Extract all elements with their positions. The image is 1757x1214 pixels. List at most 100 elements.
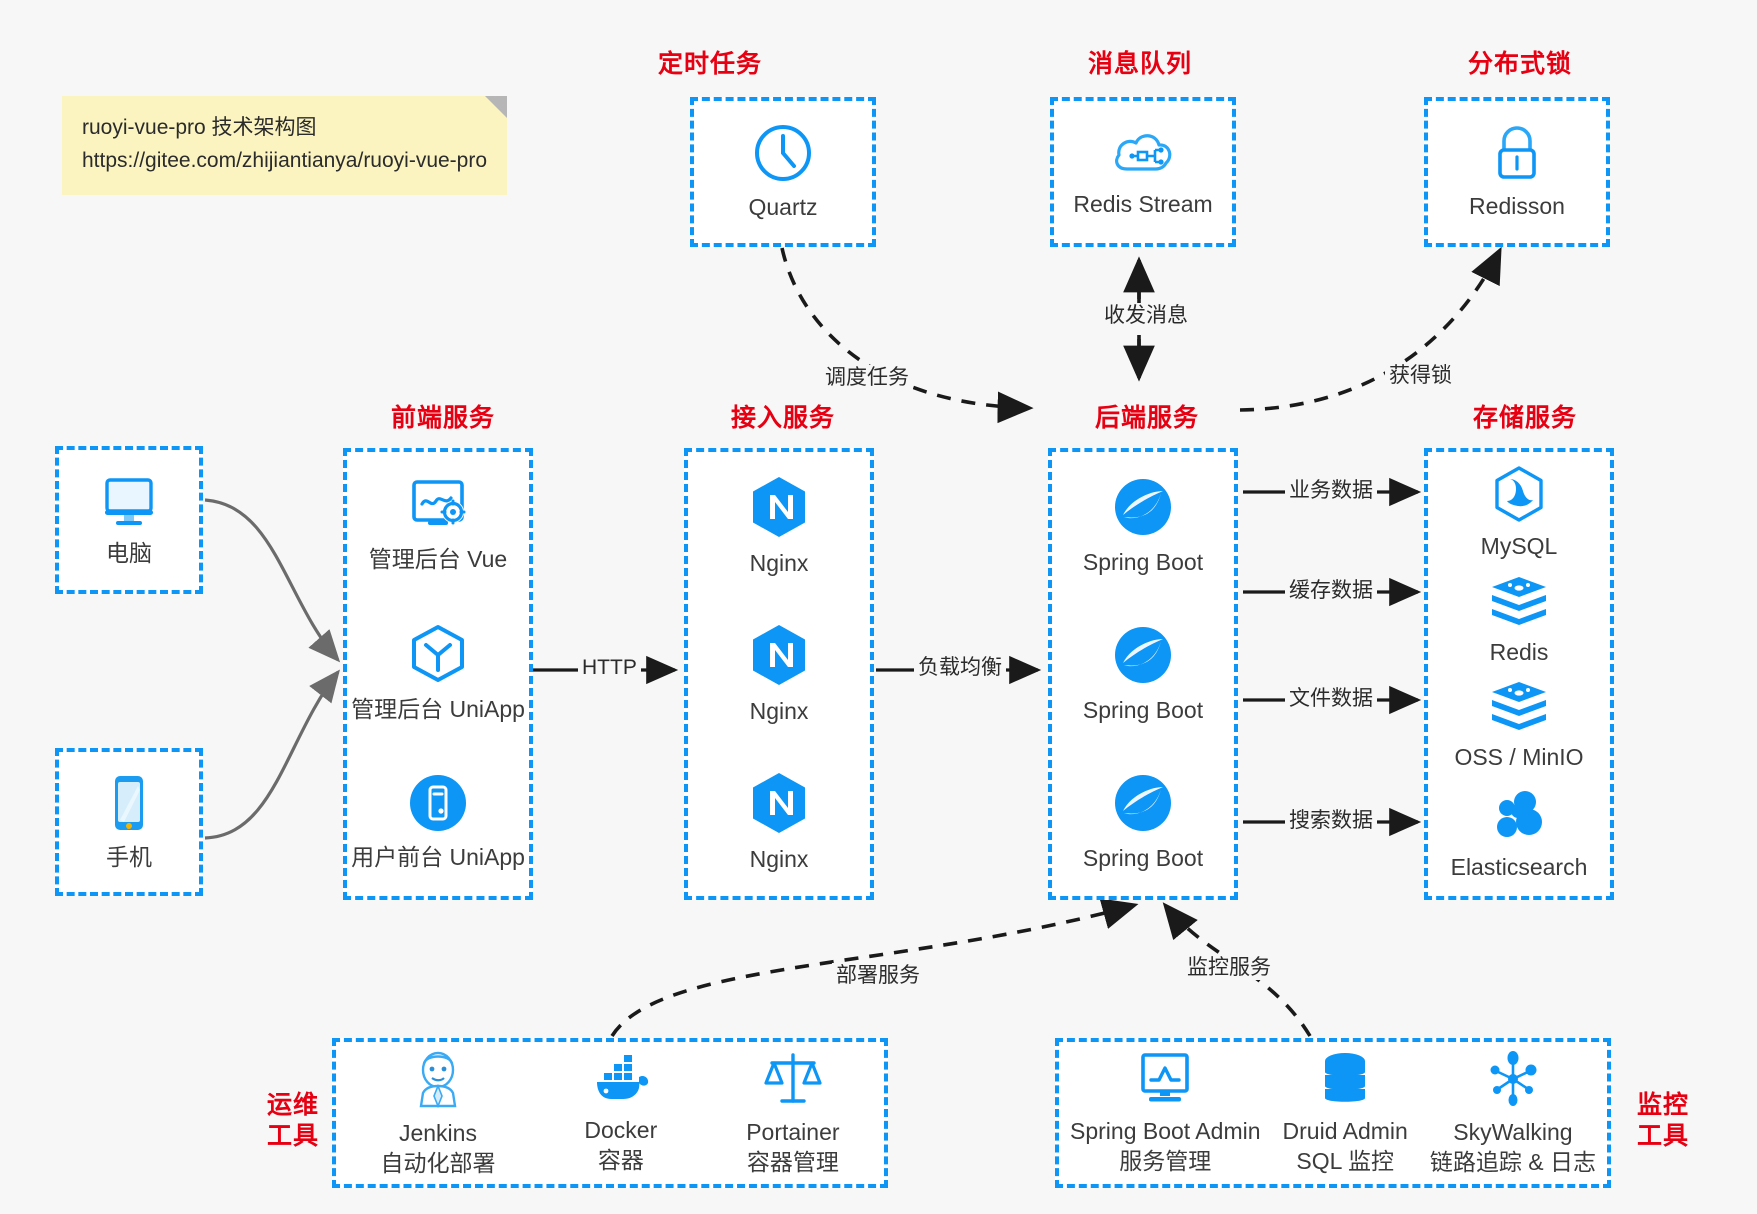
database-icon	[1317, 1050, 1373, 1108]
desktop-monitor-icon	[97, 472, 161, 530]
node-portainer[interactable]: Portainer 容器管理	[746, 1049, 840, 1178]
node-label: 电脑	[106, 539, 152, 566]
node-user-uniapp[interactable]: 用户前台 UniApp	[351, 772, 525, 873]
edge-label-business-data: 业务数据	[1285, 478, 1377, 504]
portainer-scale-icon	[762, 1049, 824, 1109]
node-phone[interactable]: 手机	[106, 772, 152, 873]
node-redis[interactable]: Redis	[1488, 575, 1550, 668]
node-label: Quartz	[748, 193, 818, 220]
nginx-icon	[748, 770, 810, 836]
note-url: https://gitee.com/zhijiantianya/ruoyi-vu…	[82, 148, 488, 172]
skywalking-icon	[1483, 1049, 1543, 1109]
edge-backend-to-redisson	[1239, 246, 1502, 412]
edge-phone-to-frontend	[204, 669, 340, 840]
node-elasticsearch[interactable]: Elasticsearch	[1450, 786, 1588, 883]
edge-computer-to-frontend	[204, 498, 341, 663]
redis-icon	[1488, 575, 1550, 629]
node-label: Nginx	[749, 845, 809, 872]
node-label: Redis	[1489, 638, 1549, 665]
node-spring-boot-admin[interactable]: Spring Boot Admin 服务管理	[1070, 1050, 1261, 1177]
note-fold-icon	[485, 96, 508, 118]
monitoring-title-line2: 工具	[1636, 1122, 1689, 1151]
node-redis-stream[interactable]: Redis Stream	[1073, 125, 1213, 220]
edge-label-cache-data: 缓存数据	[1285, 578, 1377, 604]
node-computer[interactable]: 电脑	[97, 472, 161, 569]
node-jenkins[interactable]: Jenkins 自动化部署	[380, 1048, 495, 1179]
node-springboot-2[interactable]: Spring Boot	[1083, 623, 1203, 726]
node-druid-admin[interactable]: Druid Admin SQL 监控	[1283, 1050, 1408, 1177]
group-box-message-queue: Redis Stream	[1050, 97, 1236, 247]
group-title-monitoring: 监控 工具	[1628, 1090, 1698, 1153]
elasticsearch-icon	[1489, 786, 1549, 844]
edge-label-acquire-lock: 获得锁	[1385, 363, 1456, 389]
edge-label-search-data: 搜索数据	[1285, 808, 1377, 834]
node-label: Spring Boot	[1082, 548, 1204, 575]
devops-title-line2: 工具	[266, 1122, 319, 1151]
monitor-chart-icon	[1134, 1050, 1196, 1108]
group-box-distributed-lock: Redisson	[1424, 97, 1610, 247]
node-mysql[interactable]: MySQL	[1480, 465, 1558, 562]
cloud-stream-icon	[1110, 125, 1176, 181]
node-label: 管理后台 UniApp	[351, 695, 525, 722]
node-nginx-1[interactable]: Nginx	[748, 474, 810, 579]
smartphone-icon	[107, 772, 151, 834]
node-label: OSS / MinIO	[1454, 744, 1584, 771]
clock-icon	[752, 122, 814, 184]
node-springboot-3[interactable]: Spring Boot	[1083, 771, 1203, 874]
monitoring-title-line1: 监控	[1636, 1091, 1689, 1119]
node-admin-vue[interactable]: 管理后台 Vue	[369, 476, 507, 575]
node-label: Portainer 容器管理	[746, 1118, 840, 1175]
node-docker[interactable]: Docker 容器	[584, 1051, 657, 1176]
node-skywalking[interactable]: SkyWalking 链路追踪 & 日志	[1430, 1049, 1596, 1178]
node-label: 管理后台 Vue	[368, 545, 508, 572]
group-box-monitoring: Spring Boot Admin 服务管理 Druid Admin SQL 监…	[1055, 1038, 1611, 1188]
group-box-frontend: 管理后台 Vue 管理后台 UniApp 用户前台 UniApp	[343, 448, 533, 900]
node-label: Druid Admin SQL 监控	[1282, 1117, 1408, 1174]
group-title-scheduled-tasks: 定时任务	[657, 50, 762, 78]
mobile-app-icon	[407, 772, 469, 834]
node-label: Nginx	[749, 549, 809, 576]
node-label: SkyWalking 链路追踪 & 日志	[1429, 1118, 1596, 1175]
mysql-icon	[1491, 465, 1547, 523]
note-box: ruoyi-vue-pro 技术架构图 https://gitee.com/zh…	[62, 96, 508, 196]
spring-boot-icon	[1111, 771, 1175, 835]
node-nginx-2[interactable]: Nginx	[748, 622, 810, 727]
node-label: Docker 容器	[584, 1116, 658, 1173]
edge-label-load-balance: 负载均衡	[914, 655, 1006, 681]
node-label: Spring Boot Admin 服务管理	[1070, 1117, 1261, 1174]
group-title-distributed-lock: 分布式锁	[1467, 50, 1572, 78]
edge-label-monitor-service: 监控服务	[1183, 955, 1275, 981]
group-box-devops: Jenkins 自动化部署 Docker 容器	[332, 1038, 888, 1188]
group-title-devops: 运维 工具	[258, 1090, 328, 1153]
node-label: MySQL	[1480, 532, 1558, 559]
group-box-backend: Spring Boot Spring Boot Spring Boot	[1048, 448, 1238, 900]
group-title-storage: 存储服务	[1472, 404, 1577, 432]
edge-label-send-receive-message: 收发消息	[1100, 303, 1192, 329]
redis-icon	[1488, 680, 1550, 734]
node-springboot-1[interactable]: Spring Boot	[1083, 475, 1203, 578]
node-oss-minio[interactable]: OSS / MinIO	[1454, 680, 1584, 773]
dashboard-gear-icon	[404, 476, 472, 536]
nginx-icon	[748, 622, 810, 688]
group-title-gateway: 接入服务	[730, 404, 835, 432]
jenkins-icon	[409, 1048, 467, 1110]
client-box-phone: 手机	[55, 748, 203, 896]
node-admin-uniapp[interactable]: 管理后台 UniApp	[351, 622, 525, 725]
padlock-icon	[1489, 123, 1545, 183]
spring-boot-icon	[1111, 475, 1175, 539]
node-label: Spring Boot	[1082, 696, 1204, 723]
node-label: Elasticsearch	[1450, 854, 1588, 881]
docker-icon	[589, 1051, 653, 1107]
node-label: Spring Boot	[1082, 844, 1204, 871]
node-nginx-3[interactable]: Nginx	[748, 770, 810, 875]
node-quartz[interactable]: Quartz	[748, 122, 818, 223]
client-box-computer: 电脑	[55, 446, 203, 594]
spring-boot-icon	[1111, 623, 1175, 687]
group-box-scheduled-tasks: Quartz	[690, 97, 876, 247]
group-title-frontend: 前端服务	[390, 404, 495, 432]
edge-label-http: HTTP	[578, 655, 641, 681]
node-redisson[interactable]: Redisson	[1469, 123, 1565, 222]
devops-title-line1: 运维	[266, 1091, 319, 1119]
group-title-backend: 后端服务	[1094, 404, 1199, 432]
